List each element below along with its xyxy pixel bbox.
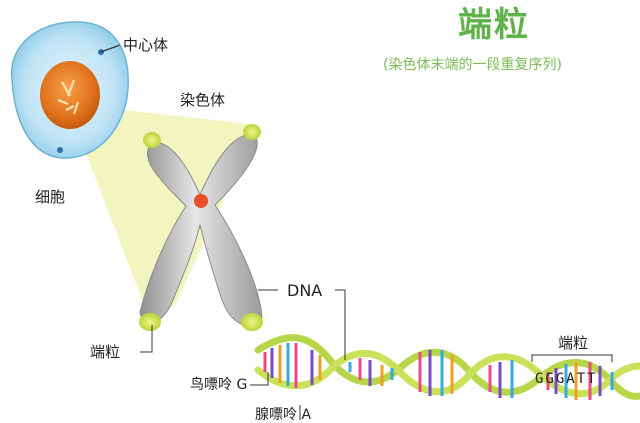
dna-helix (254, 334, 640, 400)
telomere-sequence: GGGATT (535, 371, 598, 387)
label-cell: 细胞 (35, 188, 66, 206)
label-telomere-right: 端粒 (558, 334, 589, 352)
nucleus-chromosomes (57, 79, 80, 115)
zoom-cone (70, 110, 258, 320)
page-title: 端粒 (458, 5, 530, 45)
label-telomere-left: 端粒 (90, 343, 121, 361)
base-pairs (263, 343, 614, 400)
label-chromosome: 染色体 (180, 91, 226, 109)
page-subtitle: (染色体末端的一段重复序列) (383, 57, 562, 73)
chromosome-x (139, 124, 263, 331)
label-cut-off: 腺嘌呤 A (255, 407, 312, 423)
label-centrosome: 中心体 (123, 36, 169, 54)
centriole-dot (57, 147, 63, 153)
leader-lines (102, 45, 613, 420)
label-dna: DNA (287, 281, 323, 300)
label-guanine: 鸟嘌呤 G (190, 377, 248, 393)
